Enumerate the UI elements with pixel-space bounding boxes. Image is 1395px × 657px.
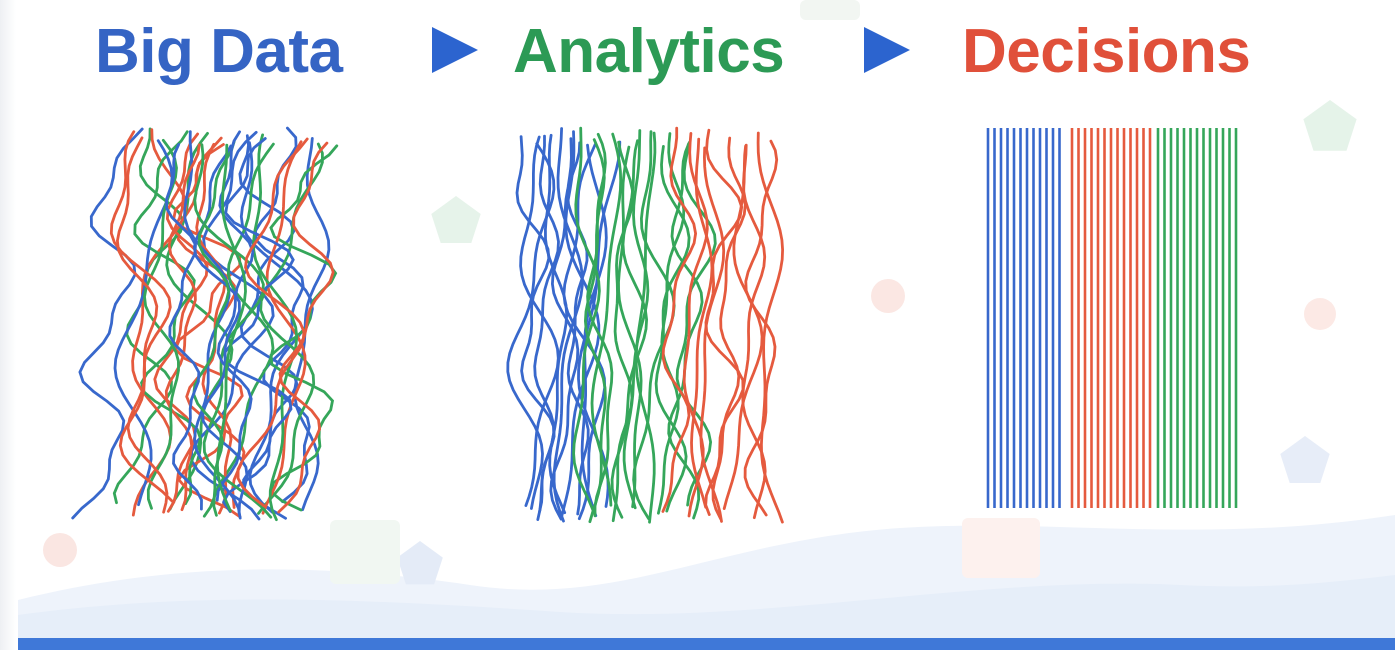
data-strand xyxy=(586,132,614,518)
big-data-title: Big Data xyxy=(95,17,343,86)
data-strand xyxy=(543,133,569,515)
circle-decor-icon xyxy=(43,533,77,567)
data-strand xyxy=(562,143,607,521)
right-arrow-icon xyxy=(432,27,478,73)
left-edge-shadow xyxy=(0,0,16,657)
background-decorations xyxy=(18,0,1395,640)
data-strand xyxy=(277,141,335,514)
pentagon-decor-icon xyxy=(1303,100,1357,151)
data-strand xyxy=(610,139,649,519)
right-arrow-icon xyxy=(864,27,910,73)
data-strand xyxy=(654,145,691,513)
data-strand xyxy=(661,126,698,513)
data-strand xyxy=(699,146,726,523)
data-strand xyxy=(109,130,174,503)
data-strand xyxy=(115,136,169,514)
data-strand xyxy=(675,143,717,507)
bottom-accent-bar xyxy=(18,638,1395,650)
data-strand xyxy=(722,144,764,510)
square-decor xyxy=(800,0,860,20)
data-strand xyxy=(221,137,295,513)
data-strand xyxy=(192,140,236,518)
data-strand xyxy=(252,133,299,522)
data-strand xyxy=(261,140,307,515)
bottom-strip xyxy=(0,650,1395,657)
data-strand xyxy=(164,143,201,512)
data-strand xyxy=(549,141,582,521)
circle-decor-icon xyxy=(1304,298,1336,330)
circle-decor-icon xyxy=(871,279,905,313)
data-strand xyxy=(690,137,714,509)
data-strand xyxy=(634,131,657,524)
big-data-tangled-lines xyxy=(71,126,339,522)
data-strand xyxy=(590,132,623,507)
data-strand xyxy=(71,127,144,520)
data-strand xyxy=(257,142,324,515)
data-strand xyxy=(112,127,185,505)
square-decor xyxy=(962,518,1040,578)
data-strand xyxy=(519,135,560,507)
data-strand xyxy=(215,143,247,513)
data-strand xyxy=(667,141,704,520)
analytics-title: Analytics xyxy=(513,17,785,86)
data-strand xyxy=(533,134,560,521)
data-strand xyxy=(743,139,779,517)
data-strand xyxy=(293,137,331,512)
pentagon-decor-icon xyxy=(397,541,443,585)
data-strand xyxy=(172,143,244,519)
decisions-ordered-lines xyxy=(986,128,1238,508)
decisions-title: Decisions xyxy=(962,17,1251,86)
data-strand xyxy=(756,131,785,524)
pentagon-decor-icon xyxy=(431,196,481,243)
data-strand xyxy=(192,144,249,515)
data-strand xyxy=(552,127,584,523)
data-strand xyxy=(622,129,650,510)
square-decor xyxy=(330,520,400,584)
analytics-partially-sorted-lines xyxy=(506,126,785,524)
data-strand xyxy=(165,143,203,511)
data-strand xyxy=(238,134,299,520)
pentagon-decor-icon xyxy=(1280,436,1330,483)
data-strand xyxy=(506,142,556,510)
data-strand xyxy=(236,137,309,508)
data-strand xyxy=(704,128,745,516)
background-wave-front xyxy=(18,575,1395,640)
data-strand xyxy=(617,145,643,509)
